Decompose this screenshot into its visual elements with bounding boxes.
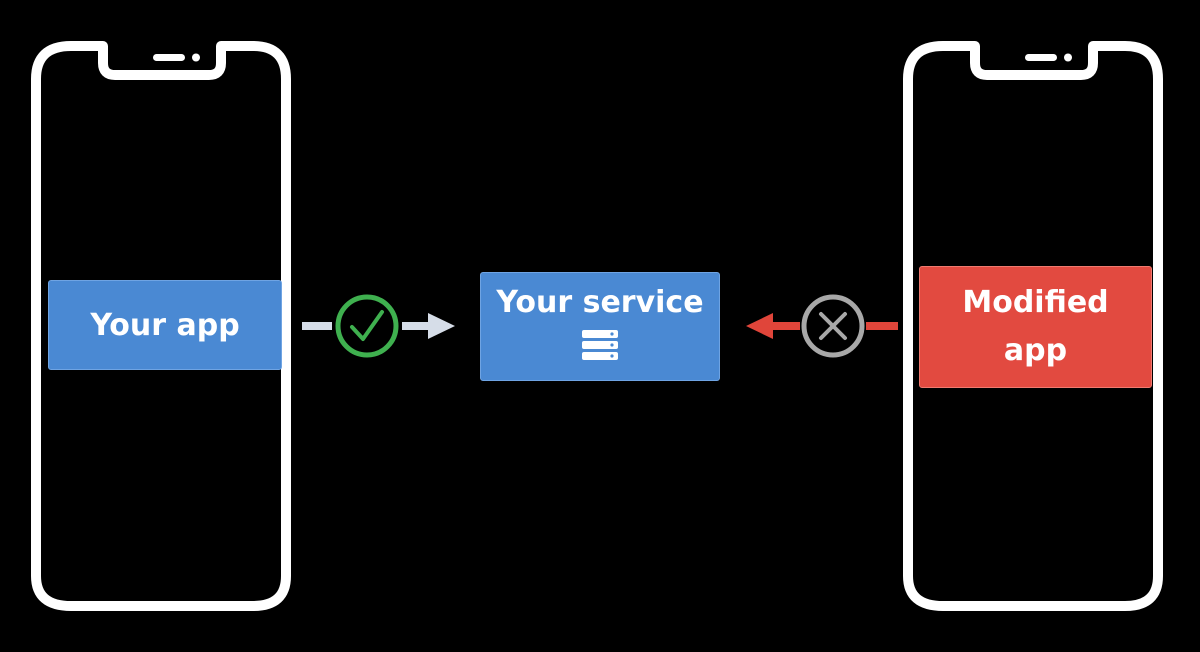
modified-app-label-line1: Modified — [962, 285, 1109, 320]
x-icon — [801, 294, 865, 358]
your-app-box: Your app — [48, 280, 282, 370]
modified-app-box: Modified app — [919, 266, 1152, 388]
camera-dot — [192, 53, 200, 62]
speaker-slot — [153, 54, 185, 61]
check-icon — [335, 294, 399, 358]
allowed-arrowhead — [428, 313, 455, 339]
speaker-slot — [1025, 54, 1057, 61]
your-service-label: Your service — [496, 285, 704, 320]
camera-dot — [1064, 53, 1072, 62]
allowed-connection — [302, 294, 455, 358]
modified-app-label-line2: app — [1003, 333, 1068, 368]
your-service-box: Your service — [480, 272, 720, 381]
blocked-arrowhead — [746, 313, 773, 339]
blocked-connection — [746, 294, 898, 358]
server-icon — [582, 330, 618, 360]
your-app-label: Your app — [90, 307, 240, 343]
